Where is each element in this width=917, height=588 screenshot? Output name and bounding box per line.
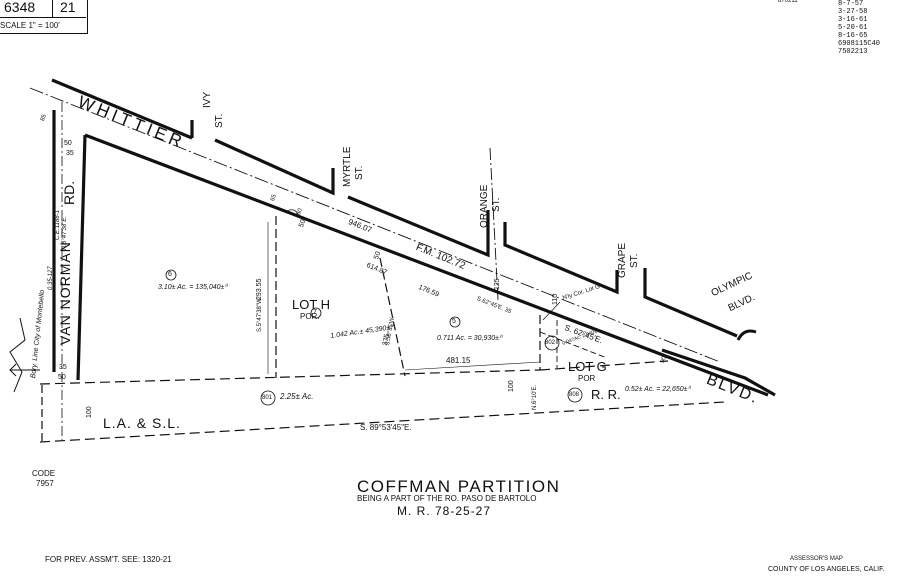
north-arrow-head [9,363,17,377]
revision-date: 5-20-61 [838,24,868,32]
leader-481 [404,361,541,371]
parcel-5-number: 5 [452,318,456,325]
railroad-rr: R. R. [591,387,621,402]
railroad-north-line-2 [539,360,669,371]
revision-date: 8-16-65 [838,32,868,40]
dim-50-vn-bottom: 50 [58,374,66,381]
revision-list: 8-7-57 3-27-58 3-16-61 5-20-61 8-16-65 6… [838,0,880,56]
van-norman-cert2: 0.35-127 [48,266,54,290]
street-grape: GRAPE [617,242,628,278]
parcel-808-number: 808 [569,392,580,398]
dim-110: 110 [552,293,559,305]
parcel-802-number: 802 [545,340,556,346]
dim-50-vn-top: 50 [64,140,72,147]
grape-block [643,268,738,338]
revision-date: 6908115C40 [838,40,881,48]
orange-block-west [347,195,490,258]
parcel-5-area: 0.711 Ac. = 30,930±⁰ [437,335,502,342]
whittier-centerline [29,87,721,363]
leader-85 [284,209,300,217]
parcel-circle-801 [260,390,276,406]
street-van-norman-rd: RD. [61,180,77,205]
previous-assessment: FOR PREV. ASSM'T. SEE: 1320-21 [45,555,172,564]
dim-n6: N.6°10'E. [532,384,538,410]
street-orange: ORANGE [479,184,490,228]
street-myrtle-st: ST. [354,165,365,180]
header-divider [52,0,53,18]
dim-293-bearing: S.5°47'38"W. [257,296,263,332]
lot-h-por: POR. [300,312,320,321]
street-ivy-st: ST. [214,113,225,128]
code-value: 7957 [36,479,54,488]
parcel-circle-6 [165,269,177,281]
van-norman-east [76,134,87,381]
myrtle-block [214,138,335,196]
top-fragment: 870211 [778,0,798,4]
lot-g-label: LOT G [568,359,607,374]
dim-100-left: 100 [86,406,93,418]
header-box [0,0,88,34]
revision-date: 3-27-58 [838,8,868,16]
railroad-north-line [39,369,541,385]
map-subtitle: BEING A PART OF THE RO. PASO DE BARTOLO [357,494,537,503]
parcel-808-area: 0.52± Ac. = 22,650±⁰ [625,386,691,393]
dim-100-mid: 100 [508,380,515,392]
lot-h-label: LOT H [292,297,331,312]
whittier-south-line [84,133,769,397]
olympic-curve [661,348,776,397]
parcel-801-number: 801 [262,395,273,401]
revision-date: 8-7-57 [838,0,864,8]
parcel-circle-808 [567,387,583,403]
parcel-circle-7 [310,307,322,319]
lot-5-west-line [379,257,406,377]
parcel-circle-802 [544,335,560,351]
lot-g-por: POR [578,374,596,383]
railroad-south-line [39,401,726,443]
dim-35-vn-top: 35 [66,150,74,157]
street-grape-st: ST. [629,253,640,268]
book-number: 6348 [4,0,36,15]
dim-481: 481.15 [446,356,471,365]
bottom-bearing: S. 89°53'45"E. [360,423,412,432]
dim-35-vn-bottom: 35 [59,364,67,371]
van-norman-cert: C.E.1188-1 [55,210,61,240]
leader-cor [542,301,561,321]
parcel-circle-5 [449,316,461,328]
street-van-norman: VAN NORMAN [57,241,73,345]
street-myrtle: MYRTLE [342,146,353,187]
orange-block-east [503,222,619,295]
code-label: CODE [32,469,56,478]
revision-date: 3-16-61 [838,16,868,24]
parcel-801-area: 2.25± Ac. [280,392,314,401]
railroad-la-sl: L.A. & S.L. [103,415,181,431]
parcel-6-number: 6 [168,271,172,278]
parcel-7-number: 7 [313,309,317,316]
street-ivy: IVY [202,91,213,108]
van-norman-bearing: N.5°47'38"E. [62,215,68,250]
page-number: 21 [60,0,76,15]
map-record: M. R. 78-25-27 [397,504,492,518]
orange-centerline [489,147,499,301]
scale-label: SCALE 1" = 100' [0,21,60,30]
city-boundary [9,317,26,393]
county-label: COUNTY OF LOS ANGELES, CALIF. [768,566,885,573]
dim-125: 125 [494,278,501,290]
parcel-6-area: 3.10± Ac. = 135,040±⁰ [158,284,228,291]
header-divider-h [0,17,86,18]
street-orange-st: ST. [491,197,502,212]
assessor-map-label: ASSESSOR'S MAP [790,556,843,562]
whittier-north-line-1 [51,78,193,140]
olympic-curve-arc [736,329,757,341]
map-title: COFFMAN PARTITION [357,477,561,496]
revision-date: 7502213 [838,48,868,56]
